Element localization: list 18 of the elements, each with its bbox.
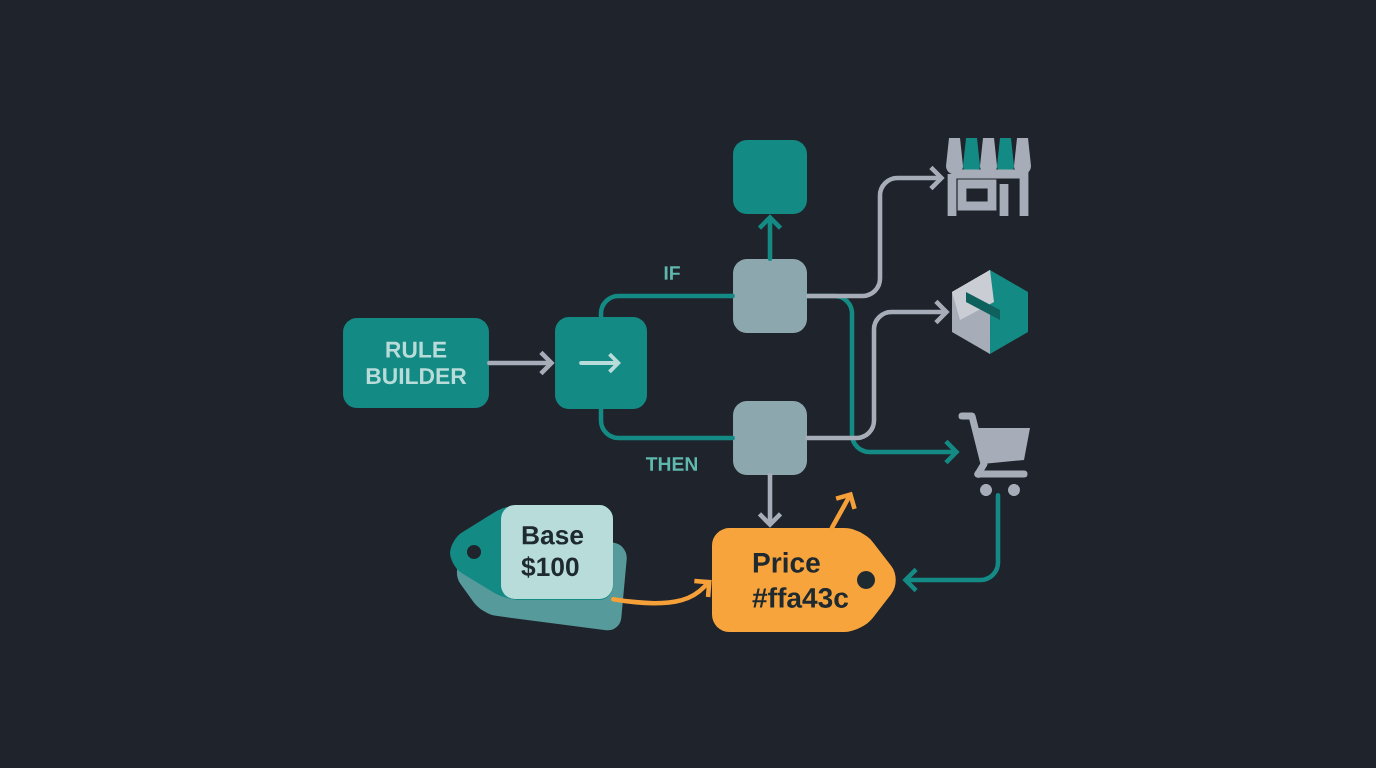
- arrow: [757, 473, 783, 528]
- arrow: [487, 350, 555, 376]
- arrow: [829, 491, 857, 530]
- cart-icon: [958, 412, 1030, 496]
- edge-label: THEN: [642, 453, 702, 475]
- arrow: [757, 214, 783, 261]
- process-box: [733, 140, 807, 214]
- arrow: [805, 299, 950, 441]
- store-icon: [946, 138, 1031, 216]
- gate-box: [733, 259, 807, 333]
- arrow: [611, 578, 712, 606]
- arrow: [805, 165, 945, 299]
- gate-box: [733, 401, 807, 475]
- price-tag: Base $100: [450, 505, 627, 631]
- package-icon: [952, 270, 1028, 354]
- arrow: [902, 493, 1001, 593]
- price-tag: Price #ffa43c: [712, 528, 896, 632]
- process-box: RULE BUILDER: [343, 318, 489, 408]
